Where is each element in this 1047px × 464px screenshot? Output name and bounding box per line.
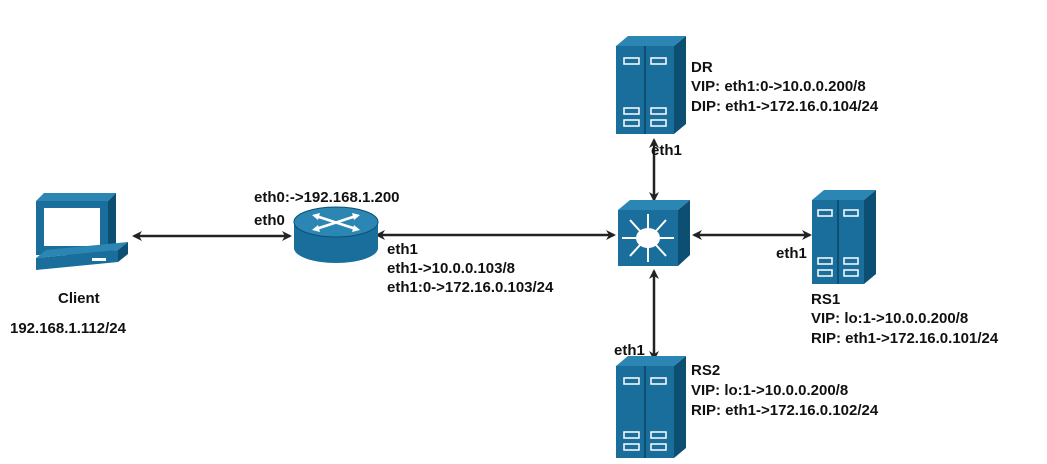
dr-iface-label: eth1	[651, 142, 682, 159]
dr-dip: DIP: eth1->172.16.0.104/24	[691, 98, 879, 115]
router-eth1-ip: eth1->10.0.0.103/8	[387, 260, 515, 277]
server-tower-icon	[616, 36, 686, 134]
client-ip: 192.168.1.112/24	[10, 320, 127, 337]
router-eth0-ip: eth0:->192.168.1.200	[254, 189, 400, 206]
router-eth1-alias: eth1:0->172.16.0.103/24	[387, 279, 554, 296]
dr-vip: VIP: eth1:0->10.0.0.200/8	[691, 78, 866, 95]
rs2-name: RS2	[691, 362, 720, 379]
router-icon	[293, 206, 379, 263]
router-eth1-label: eth1	[387, 241, 418, 258]
rs1-iface-label: eth1	[776, 245, 807, 262]
rs1-name: RS1	[811, 291, 840, 308]
rs2-rip: RIP: eth1->172.16.0.102/24	[691, 402, 879, 419]
rs1-vip: VIP: lo:1->10.0.0.200/8	[811, 310, 968, 327]
client-name: Client	[58, 290, 100, 307]
rs2-vip: VIP: lo:1->10.0.0.200/8	[691, 382, 848, 399]
rs1-rip: RIP: eth1->172.16.0.101/24	[811, 330, 999, 347]
router-eth0-label: eth0	[254, 212, 285, 229]
dr-name: DR	[691, 59, 713, 76]
layer3-switch-icon	[618, 200, 690, 266]
connections	[132, 138, 812, 361]
rs2-iface-label: eth1	[614, 342, 645, 359]
server-tower-icon	[616, 356, 686, 458]
server-tower-icon	[812, 190, 876, 284]
desktop-computer-icon	[36, 193, 128, 270]
